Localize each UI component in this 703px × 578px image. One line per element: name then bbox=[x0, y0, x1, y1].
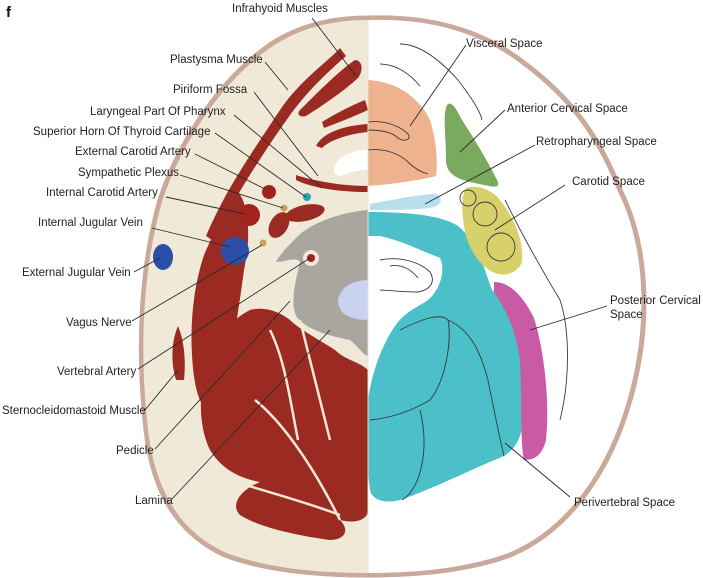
vagus-nerve bbox=[259, 239, 267, 247]
label-posterior-cervical-space-line2: Space bbox=[610, 309, 643, 321]
laryngeal-part-of-pharynx bbox=[296, 175, 368, 192]
label-internal-carotid-artery: Internal Carotid Artery bbox=[46, 187, 158, 199]
thyroid-cartilage bbox=[316, 124, 368, 148]
label-retropharyngeal-space: Retropharyngeal Space bbox=[536, 136, 657, 148]
carotid-space-region bbox=[462, 186, 523, 275]
label-visceral-space: Visceral Space bbox=[466, 38, 543, 50]
label-infrahyoid-muscles: Infrahyoid Muscles bbox=[232, 3, 328, 15]
internal-jugular-vein bbox=[221, 237, 249, 265]
label-vertebral-artery: Vertebral Artery bbox=[57, 366, 137, 378]
internal-carotid-artery bbox=[238, 204, 260, 226]
label-platysma-muscle: Plastysma Muscle bbox=[170, 54, 263, 66]
visceral-space-region bbox=[368, 80, 437, 186]
labels-right: Visceral Space Anterior Cervical Space R… bbox=[466, 38, 703, 509]
label-anterior-cervical-space: Anterior Cervical Space bbox=[507, 103, 628, 115]
retropharyngeal-space-region bbox=[370, 194, 441, 210]
panel-letter: f bbox=[6, 4, 12, 21]
label-internal-jugular-vein: Internal Jugular Vein bbox=[38, 217, 143, 229]
anterior-cervical-space-region bbox=[444, 103, 499, 187]
label-lamina: Lamina bbox=[135, 495, 173, 507]
vertebra bbox=[276, 210, 368, 356]
external-carotid-artery bbox=[262, 185, 276, 199]
anatomy-half bbox=[143, 20, 368, 573]
label-carotid-space: Carotid Space bbox=[572, 176, 645, 188]
label-sympathetic-plexus: Sympathetic Plexus bbox=[78, 167, 179, 179]
infrahyoid-muscles bbox=[298, 60, 362, 117]
label-external-jugular-vein: External Jugular Vein bbox=[22, 267, 131, 279]
intervertebral-disc bbox=[338, 280, 368, 320]
label-posterior-cervical-space: Posterior Cervical Space bbox=[610, 295, 703, 321]
neck-outline bbox=[138, 15, 647, 578]
spaces-half bbox=[368, 19, 641, 573]
label-sternocleidomastoid-muscle: Sternocleidomastoid Muscle bbox=[2, 405, 146, 417]
label-posterior-cervical-space-line1: Posterior Cervical bbox=[610, 295, 701, 307]
superior-horn-dot bbox=[303, 193, 311, 201]
posterior-muscles bbox=[200, 308, 368, 540]
perivertebral-space-region bbox=[368, 212, 526, 502]
label-vagus-nerve: Vagus Nerve bbox=[66, 317, 132, 329]
external-jugular-vein bbox=[153, 244, 173, 270]
labels-left: Infrahyoid Muscles Plastysma Muscle Piri… bbox=[2, 3, 328, 507]
label-perivertebral-space: Perivertebral Space bbox=[574, 497, 675, 509]
posterior-cervical-space-region bbox=[494, 282, 548, 460]
label-laryngeal-part-of-pharynx: Laryngeal Part Of Pharynx bbox=[90, 106, 226, 118]
leader-lines bbox=[131, 17, 608, 500]
label-external-carotid-artery: External Carotid Artery bbox=[75, 146, 191, 158]
label-piriform-fossa: Piriform Fossa bbox=[173, 84, 248, 96]
label-pedicle: Pedicle bbox=[116, 445, 154, 457]
label-superior-horn-thyroid-cartilage: Superior Horn Of Thyroid Cartilage bbox=[33, 126, 210, 138]
pharynx-lumen bbox=[333, 150, 368, 176]
sympathetic-plexus bbox=[280, 204, 288, 212]
